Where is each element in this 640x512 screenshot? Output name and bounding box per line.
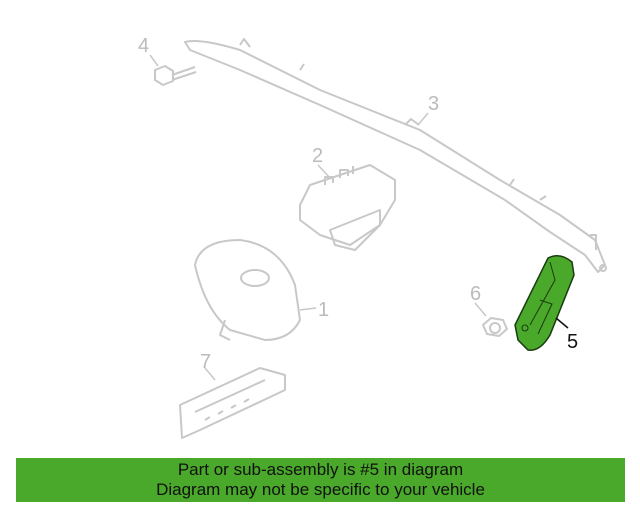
part-3-curtain-airbag[interactable] — [184, 38, 607, 273]
parts-diagram: 2 3 4 1 6 7 5 — [138, 35, 607, 439]
part-1-steering-airbag[interactable] — [194, 239, 301, 341]
part-2-passenger-airbag[interactable] — [299, 164, 396, 251]
part-7-knee-airbag[interactable] — [179, 367, 286, 439]
part-6-nut[interactable] — [482, 317, 508, 337]
part-info-banner: Part or sub-assembly is #5 in diagram Di… — [16, 458, 625, 502]
callout-3: 3 — [428, 93, 439, 115]
part-5-side-impact-sensor[interactable] — [514, 255, 575, 351]
callout-2: 2 — [312, 145, 323, 167]
callout-4: 4 — [138, 35, 149, 57]
callout-5: 5 — [567, 331, 578, 353]
callout-7: 7 — [200, 351, 211, 373]
part-4-bolt[interactable] — [154, 65, 197, 86]
banner-line-part: Part or sub-assembly is #5 in diagram — [177, 460, 464, 479]
callout-6: 6 — [470, 283, 481, 305]
callout-1: 1 — [318, 299, 329, 321]
banner-line-disclaimer: Diagram may not be specific to your vehi… — [156, 480, 485, 499]
